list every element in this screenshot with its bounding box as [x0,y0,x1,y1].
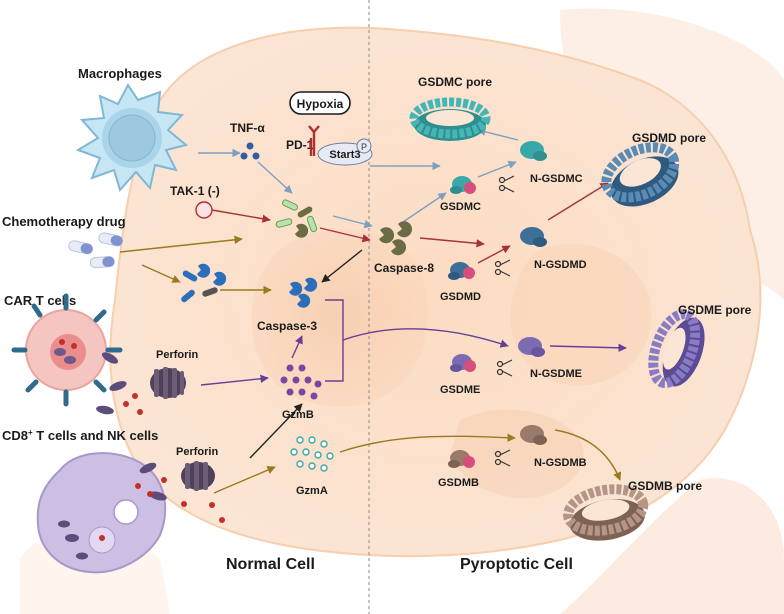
macrophages-label: Macrophages [78,66,162,81]
n-gsdmb-icon [520,425,547,445]
gsdmd-label: GSDMD [440,291,481,303]
gzmb-molecules [280,364,322,400]
chemotherapy-label: Chemotherapy drug [2,214,126,229]
organelle [510,243,652,386]
car-t-label: CAR T cells [4,293,76,308]
gsdmb-pore-label: GSDMB pore [628,479,702,493]
gzma-label: GzmA [296,485,328,497]
cd8-granules [135,462,225,523]
car-granules [96,352,143,415]
gzmb-label: GzmB [282,409,314,421]
chemo-pill-icons [68,232,124,269]
gsdmc-pore-label: GSDMC pore [418,75,492,89]
gsdme-pore-label: GSDME pore [678,303,752,317]
pd1-label: PD-1 [286,138,314,152]
caspase3-label: Caspase-3 [257,319,317,333]
normal-cell-title: Normal Cell [226,556,315,573]
car-t-cell [11,293,123,407]
start3-node: Start3 P [317,138,373,166]
caspase3-icon [289,277,318,308]
gsdme-pore-icon [648,309,705,389]
n-gsdmb-label: N-GSDMB [534,457,587,469]
n-gsdmc-icon [520,141,547,161]
scissors-gsdmc-icon [498,175,515,193]
n-gsdmd-label: N-GSDMD [534,259,587,271]
gsdmc-pore-icon [409,97,491,141]
cd8-nk-cell [36,452,167,574]
n-gsdmd-icon [520,227,547,247]
gsdmb-protein-icon [448,450,475,468]
perforin-cd8-icon [181,461,215,491]
n-gsdme-label: N-GSDME [530,368,582,380]
caspase8-icon [379,221,413,256]
gsdmc-protein-icon [450,176,476,194]
gsdmd-pore-label: GSDMD pore [632,131,706,145]
hypoxia-box: Hypoxia [289,91,351,115]
tnf-alpha-label: TNF-α [230,121,265,135]
perforin-car-label: Perforin [156,349,198,361]
target-cell [109,26,762,558]
gsdmb-pore-icon [563,484,649,541]
gsdmd-pore-icon [601,142,680,207]
pathway-arrows [119,127,627,494]
caspase8-label: Caspase-8 [374,261,434,275]
gsdme-label: GSDME [440,384,480,396]
scissors-gsdme-icon [496,359,513,377]
tak1-icon [195,201,213,219]
gsdmd-protein-icon [448,262,475,280]
scissors-gsdmd-icon [494,259,511,277]
n-gsdmc-label: N-GSDMC [530,173,583,185]
gsdme-protein-icon [450,354,476,372]
chemo-procaspase3-icons [181,263,227,303]
perforin-cd8-label: Perforin [176,446,218,458]
n-gsdme-icon [518,337,545,357]
cd8-nk-label: CD8+ T cells and NK cells [2,428,158,443]
svg-text:Start3: Start3 [329,149,360,161]
tak1-label: TAK-1 (-) [170,184,220,198]
macrophage-cell [75,83,189,193]
gsdmc-label: GSDMC [440,201,481,213]
gzma-molecules [290,436,334,472]
phospho-label: P [361,142,367,152]
svg-text:Hypoxia: Hypoxia [297,97,344,111]
pd1-receptor-icon [308,125,320,156]
gsdmb-label: GSDMB [438,477,479,489]
tnf-alpha-molecules [240,142,260,160]
nucleus [251,229,429,407]
pyroptotic-cell-title: Pyroptotic Cell [460,556,573,573]
scissors-gsdmb-icon [494,449,511,467]
perforin-car-icon [150,367,186,399]
procaspase8-icons [275,199,318,238]
organelle-2 [451,409,584,499]
